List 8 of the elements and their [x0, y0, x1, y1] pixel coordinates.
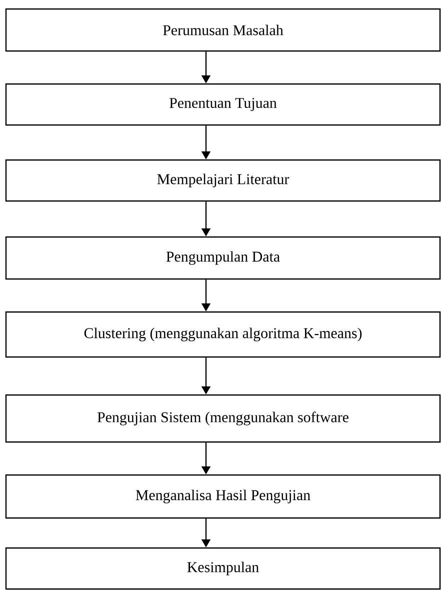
process-box: Pengujian Sistem (menggunakan software: [5, 394, 441, 443]
process-box: Mempelajari Literatur: [5, 159, 441, 202]
process-box: Kesimpulan: [5, 547, 441, 590]
process-box: Pengumpulan Data: [5, 236, 441, 280]
process-box: Penentuan Tujuan: [5, 83, 441, 126]
process-box: Perumusan Masalah: [5, 8, 441, 52]
process-box: Clustering (menggunakan algoritma K-means): [5, 311, 441, 358]
process-box: Menganalisa Hasil Pengujian: [5, 474, 441, 519]
